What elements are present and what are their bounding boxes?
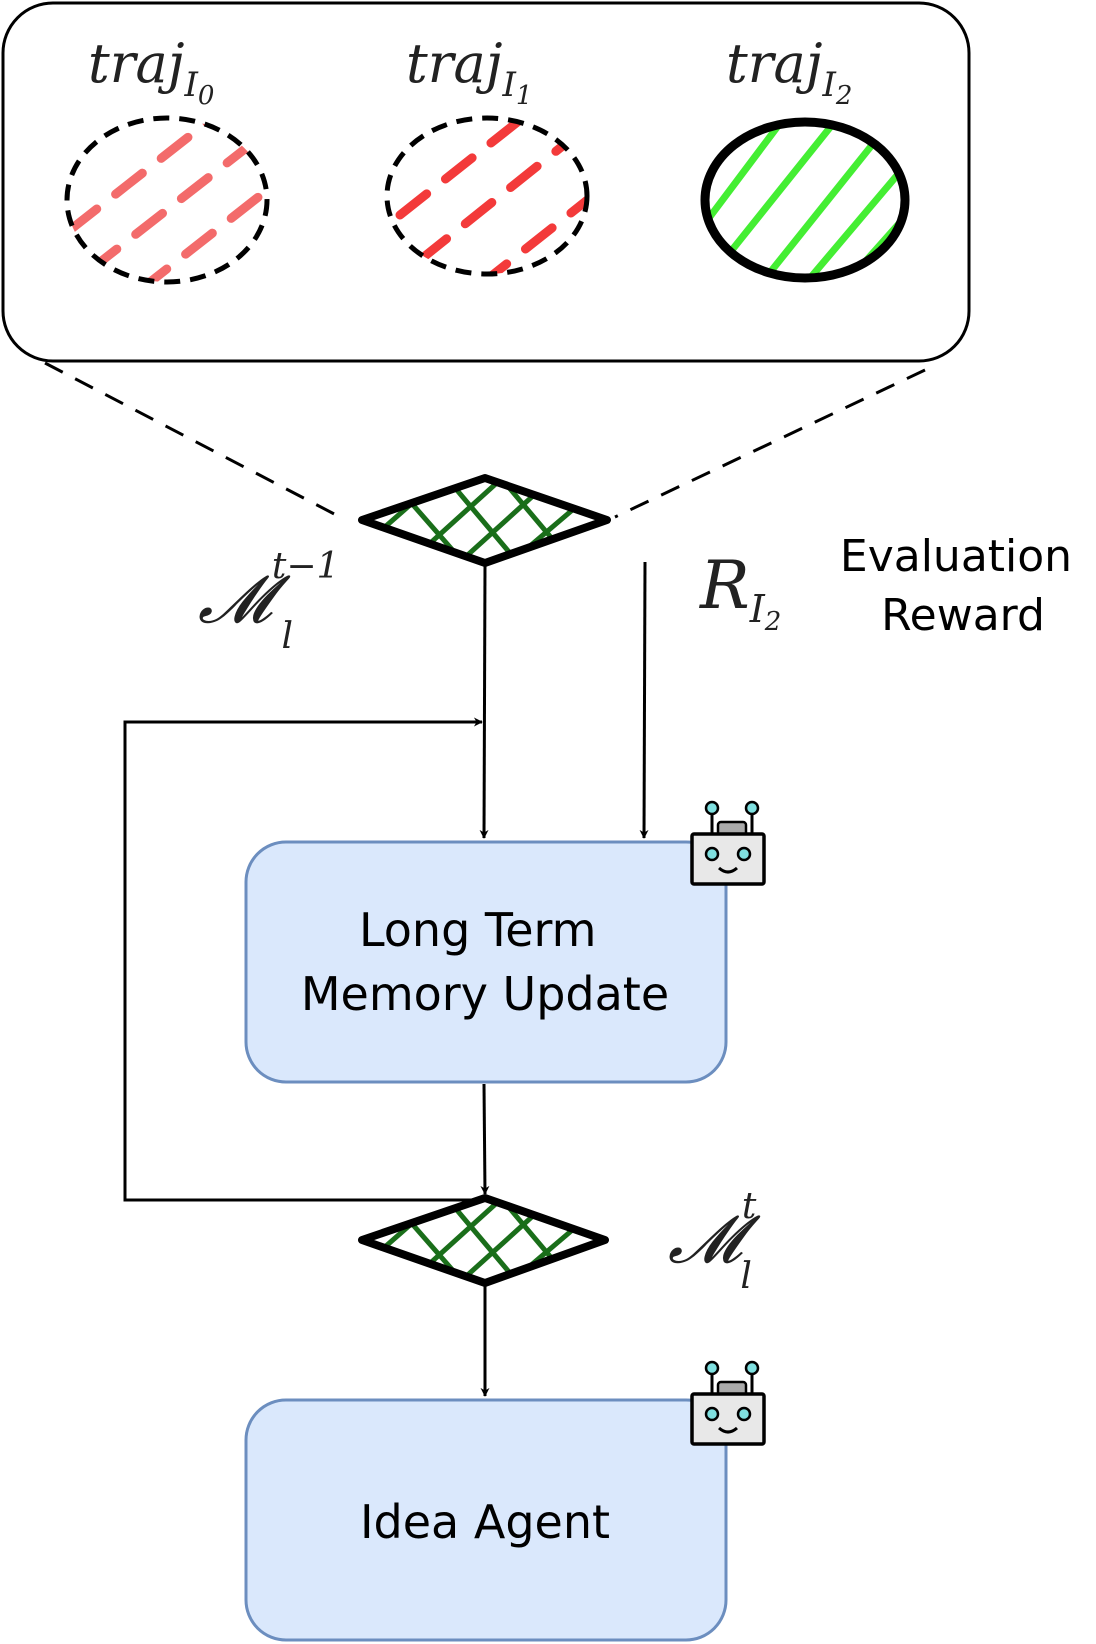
zoom-line-left	[44, 361, 341, 519]
trajectory-0: trajI0	[64, 32, 270, 285]
memory-update-box: Long Term Memory Update	[244, 840, 728, 1084]
failed-hatch	[67, 118, 267, 282]
trajectory-1-label: trajI1	[406, 32, 532, 111]
memory-curr-diamond	[358, 1194, 609, 1287]
memory-update-output-arrow	[480, 1083, 490, 1195]
memory-update-label: Long Term Memory Update	[301, 903, 669, 1021]
idea-agent-label: Idea Agent	[360, 1495, 610, 1549]
zoom-line-right	[614, 368, 926, 519]
trajectory-1-outline	[384, 115, 590, 277]
memory-prev-node	[358, 474, 611, 567]
robot-icon	[690, 800, 766, 886]
feedback-loop-arrow	[123, 717, 485, 1202]
evaluation-reward-label: Evaluation Reward	[840, 531, 1086, 641]
memory-prev-diamond	[358, 474, 611, 567]
reward-label: RI2	[699, 547, 781, 637]
trajectory-2-outline	[700, 117, 910, 283]
robot-icon	[690, 1360, 766, 1446]
trajectory-2: trajI2	[700, 32, 910, 283]
trajectory-2-label: trajI2	[726, 32, 852, 111]
reward-arrow	[639, 561, 649, 839]
trajectory-0-outline	[64, 115, 270, 285]
memory-curr-node	[358, 1194, 609, 1287]
trajectory-panel: trajI0 trajI1	[1, 1, 971, 363]
failed-hatch	[395, 118, 587, 274]
idea-agent-box: Idea Agent	[244, 1398, 728, 1642]
trajectory-0-label: trajI0	[88, 32, 214, 111]
memory-prev-arrow	[479, 564, 489, 839]
trajectory-1: trajI1	[384, 32, 590, 277]
